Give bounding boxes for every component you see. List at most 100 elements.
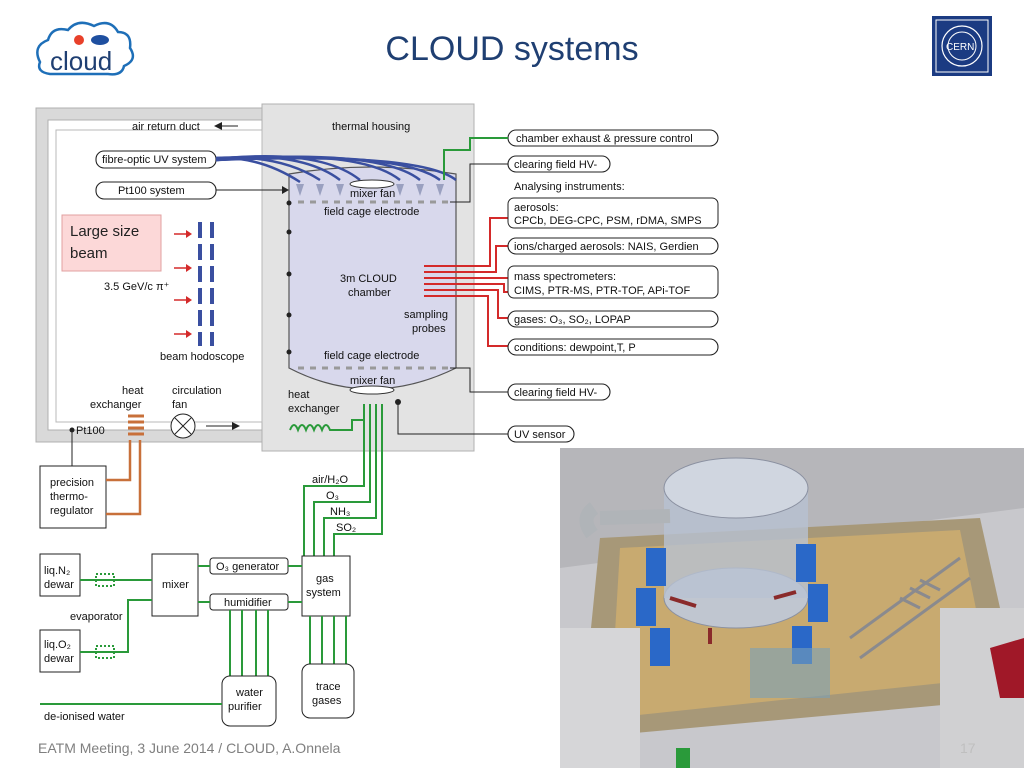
slide-title: CLOUD systems: [385, 30, 639, 68]
chamber-line1: 3m CLOUD: [340, 273, 397, 285]
uv-sensor-label: UV sensor: [514, 429, 566, 441]
uv-sensor-dot: [395, 399, 401, 405]
evaporator-coils: [80, 573, 152, 659]
sampling-probes: [424, 217, 508, 347]
humidifier-label: humidifier: [224, 597, 272, 609]
evaporator-label: evaporator: [70, 611, 123, 623]
thermo-line1: precision: [50, 477, 94, 489]
chamber-hx-coil: [289, 404, 365, 433]
gas-o3-label: O₃: [326, 490, 339, 502]
water-line1: water: [235, 687, 263, 699]
mixer-label: mixer: [162, 579, 189, 591]
liqo2-line1: liq.O₂: [44, 639, 71, 651]
hv-bottom-line: [450, 367, 508, 393]
page-number: 17: [960, 740, 976, 756]
chamber-hx-line2: exchanger: [288, 403, 340, 415]
gas-air-label: air/H₂O: [312, 474, 348, 486]
chamber-3d-render: [560, 448, 1024, 768]
thermo-line-a: [106, 440, 132, 482]
mass-spec-box: [507, 265, 719, 299]
beam-callout: [61, 214, 162, 272]
gas-feed-lines: [303, 404, 383, 560]
beam-hodoscope: [198, 222, 214, 346]
thermo-line2: thermo-: [50, 491, 88, 503]
fibre-optic-label: fibre-optic UV system: [102, 154, 207, 166]
conditions-pill: [507, 338, 719, 356]
pt100-system-label: Pt100 system: [118, 185, 185, 197]
cern-logo-text: CERN: [946, 42, 974, 53]
cern-logo: CERN: [932, 16, 992, 76]
callout-line2: beam: [70, 245, 108, 262]
ions-label: ions/charged aerosols: NAIS, Gerdien: [514, 241, 699, 253]
pt100-label: Pt100: [76, 425, 105, 437]
uv-emitters: [296, 184, 444, 196]
gases-pill: [507, 310, 719, 328]
aerosols-box: [507, 197, 719, 229]
exhaust-line: [443, 137, 508, 180]
gas-system-line1: gas: [316, 573, 334, 585]
thermo-line-b: [106, 440, 142, 516]
liqo2-line2: dewar: [44, 653, 74, 665]
mass-line2: CIMS, PTR-MS, PTR-TOF, APi-TOF: [514, 285, 690, 297]
circulation-fan: [170, 413, 196, 439]
footer-text: EATM Meeting, 3 June 2014 / CLOUD, A.Onn…: [38, 740, 341, 756]
field-cage-bottom-label: field cage electrode: [324, 350, 419, 362]
mixer-fan-bottom: [349, 385, 395, 395]
beam-energy-label: 3.5 GeV/c π⁺: [104, 281, 170, 293]
deionised-label: de-ionised water: [44, 711, 125, 723]
heat-exchanger-coil: [128, 414, 144, 436]
thermo-regulator-box: [39, 465, 107, 529]
circ-line2: fan: [172, 399, 187, 411]
aerosols-line1: aerosols:: [514, 202, 559, 214]
mixer-box: [151, 553, 199, 617]
gas-system-box: [301, 555, 351, 617]
o3-generator-label: O₃ generator: [216, 561, 280, 573]
exhaust-label: chamber exhaust & pressure control: [516, 133, 693, 145]
hv-bottom-label: clearing field HV-: [514, 387, 597, 399]
liqn2-line2: dewar: [44, 579, 74, 591]
liqo2-dewar: [39, 629, 81, 673]
chamber-line2: chamber: [348, 287, 391, 299]
pt100-sensors: [286, 200, 292, 355]
mixer-fan-top: [349, 179, 395, 189]
hx-line2: exchanger: [90, 399, 142, 411]
mixer-fan-top-label: mixer fan: [350, 188, 395, 200]
beam-hodoscope-label: beam hodoscope: [160, 351, 244, 363]
sampling-line1: sampling: [404, 309, 448, 321]
pt100-arrow: [282, 186, 289, 194]
air-return-duct-label: air return duct: [132, 121, 200, 133]
trace-gases: [301, 616, 355, 719]
thermal-housing-label: thermal housing: [332, 121, 410, 133]
arrow-head-left: [214, 122, 222, 130]
mixer-fan-bottom-label: mixer fan: [350, 375, 395, 387]
callout-line1: Large size: [70, 223, 139, 240]
gas-nh3-label: NH₃: [330, 506, 350, 518]
mass-line1: mass spectrometers:: [514, 271, 616, 283]
beam-arrows: [174, 230, 192, 338]
sampling-line2: probes: [412, 323, 446, 335]
cloud-logo-text: cloud: [50, 46, 112, 76]
field-cage-top-label: field cage electrode: [324, 206, 419, 218]
cloud-logo: cloud: [36, 21, 135, 76]
thermo-line3: regulator: [50, 505, 94, 517]
liqn2-dewar: [39, 553, 81, 597]
ions-pill: [507, 237, 719, 255]
flow-arrow-head: [232, 422, 240, 430]
uv-sensor-line: [397, 400, 508, 435]
water-purifier: [221, 610, 277, 727]
trace-line2: gases: [312, 695, 342, 707]
hx-line1: heat: [122, 385, 143, 397]
analysing-label: Analysing instruments:: [514, 181, 625, 193]
conditions-label: conditions: dewpoint,T, P: [514, 342, 636, 354]
hv-top-line: [450, 163, 508, 203]
gas-so2-label: SO₂: [336, 522, 356, 534]
gases-label: gases: O₃, SO₂, LOPAP: [514, 314, 631, 326]
hv-top-label: clearing field HV-: [514, 159, 597, 171]
chamber-hx-line1: heat: [288, 389, 309, 401]
water-line2: purifier: [228, 701, 262, 713]
circ-line1: circulation: [172, 385, 222, 397]
trace-line1: trace: [316, 681, 340, 693]
liqn2-line1: liq.N₂: [44, 565, 70, 577]
aerosols-line2: CPCb, DEG-CPC, PSM, rDMA, SMPS: [514, 215, 702, 227]
